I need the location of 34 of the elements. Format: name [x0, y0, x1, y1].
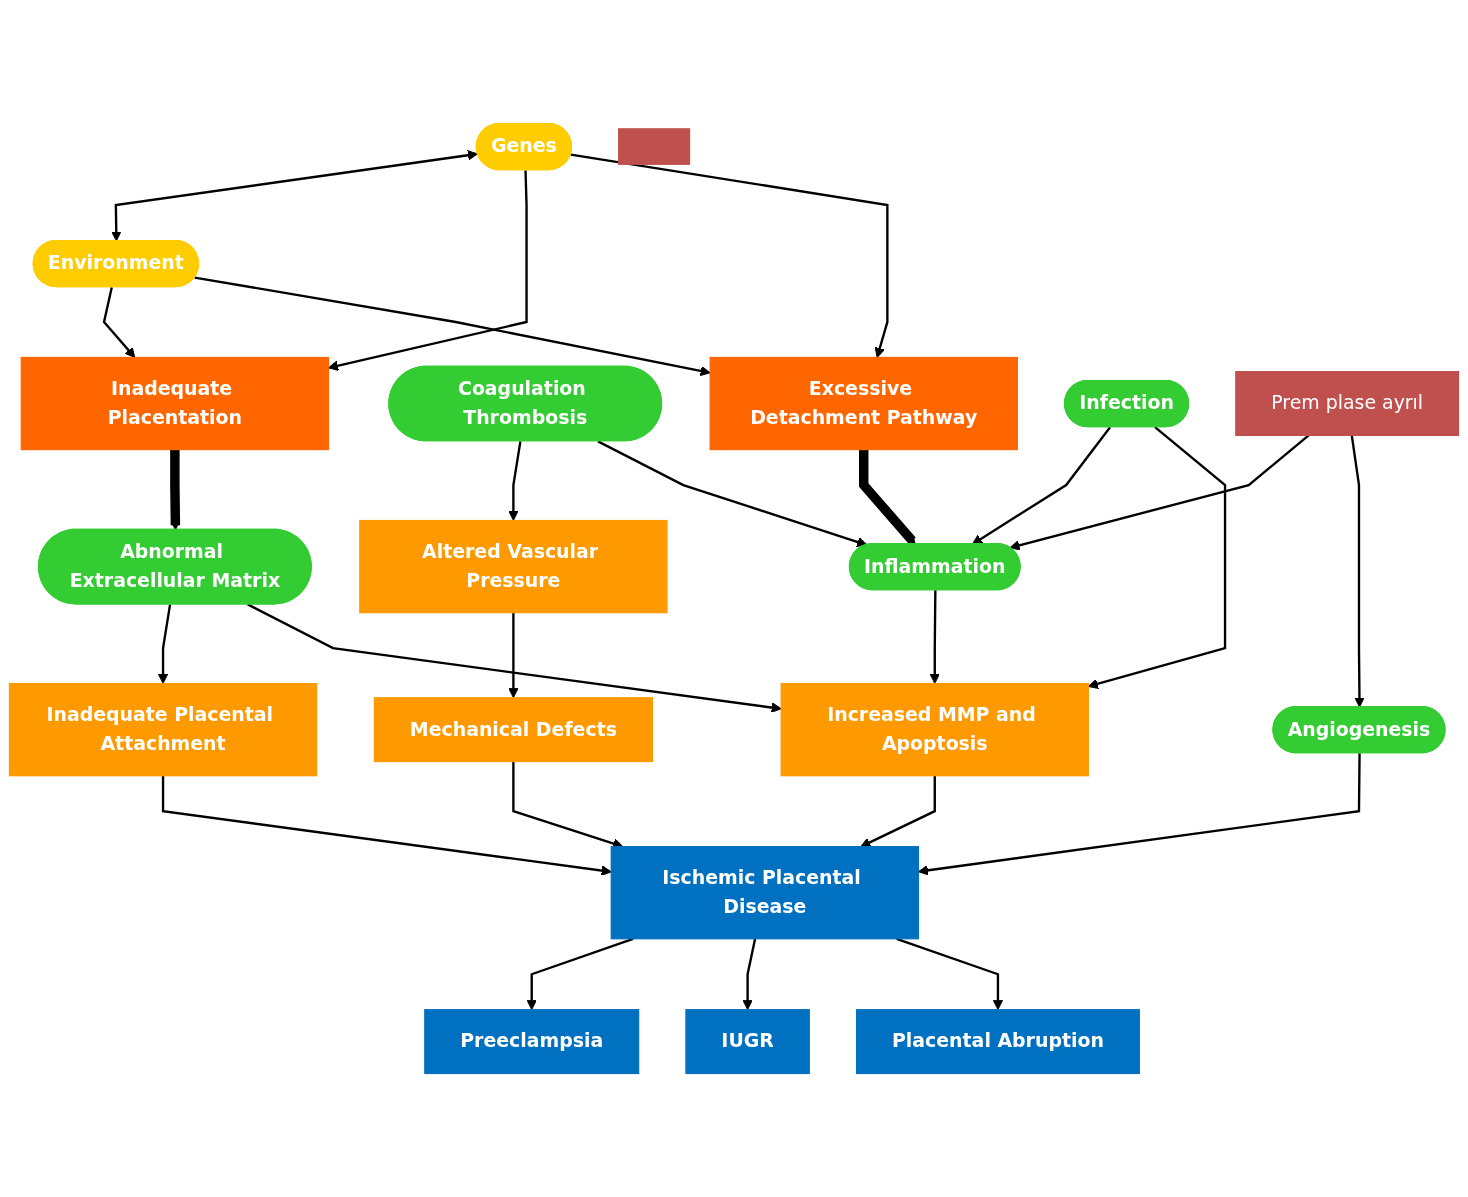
node-box: Placental Abruption [855, 1009, 1140, 1075]
node-box: Preeclampsia [424, 1009, 640, 1075]
arrow [161, 775, 612, 876]
node-box: Excessive Detachment Pathway [709, 356, 1018, 451]
node-box: Prem plase ayrıl [1235, 371, 1460, 437]
arrow [896, 937, 1004, 1011]
node-box: Inadequate Placentation [20, 356, 330, 451]
node-box: Ischemic Placental Disease [610, 846, 920, 940]
arrow [102, 286, 136, 358]
arrow [742, 938, 757, 1011]
arrow [929, 590, 940, 685]
arrow [508, 612, 519, 699]
arrow [157, 604, 172, 685]
arrow [597, 440, 868, 548]
node-box: IUGR [685, 1009, 810, 1075]
arrow [859, 449, 916, 545]
arrow [526, 937, 634, 1011]
node-box: Increased MMP and Apoptosis [780, 683, 1089, 777]
arrow [1087, 426, 1227, 689]
arrow [111, 150, 478, 242]
node-box: Altered Vascular Pressure [359, 519, 668, 614]
node-box [618, 128, 691, 165]
arrow [194, 276, 711, 377]
node-box: Mechanical Defects [373, 697, 653, 763]
arrow [508, 441, 522, 521]
arrow [570, 153, 889, 358]
arrow [1350, 435, 1365, 708]
arrow [860, 775, 936, 848]
arrow [1009, 434, 1310, 551]
node-box: Inadequate Placental Attachment [8, 683, 318, 777]
arrow [972, 426, 1111, 545]
arrow [170, 449, 181, 531]
arrow [247, 603, 782, 713]
arrow [328, 170, 528, 371]
